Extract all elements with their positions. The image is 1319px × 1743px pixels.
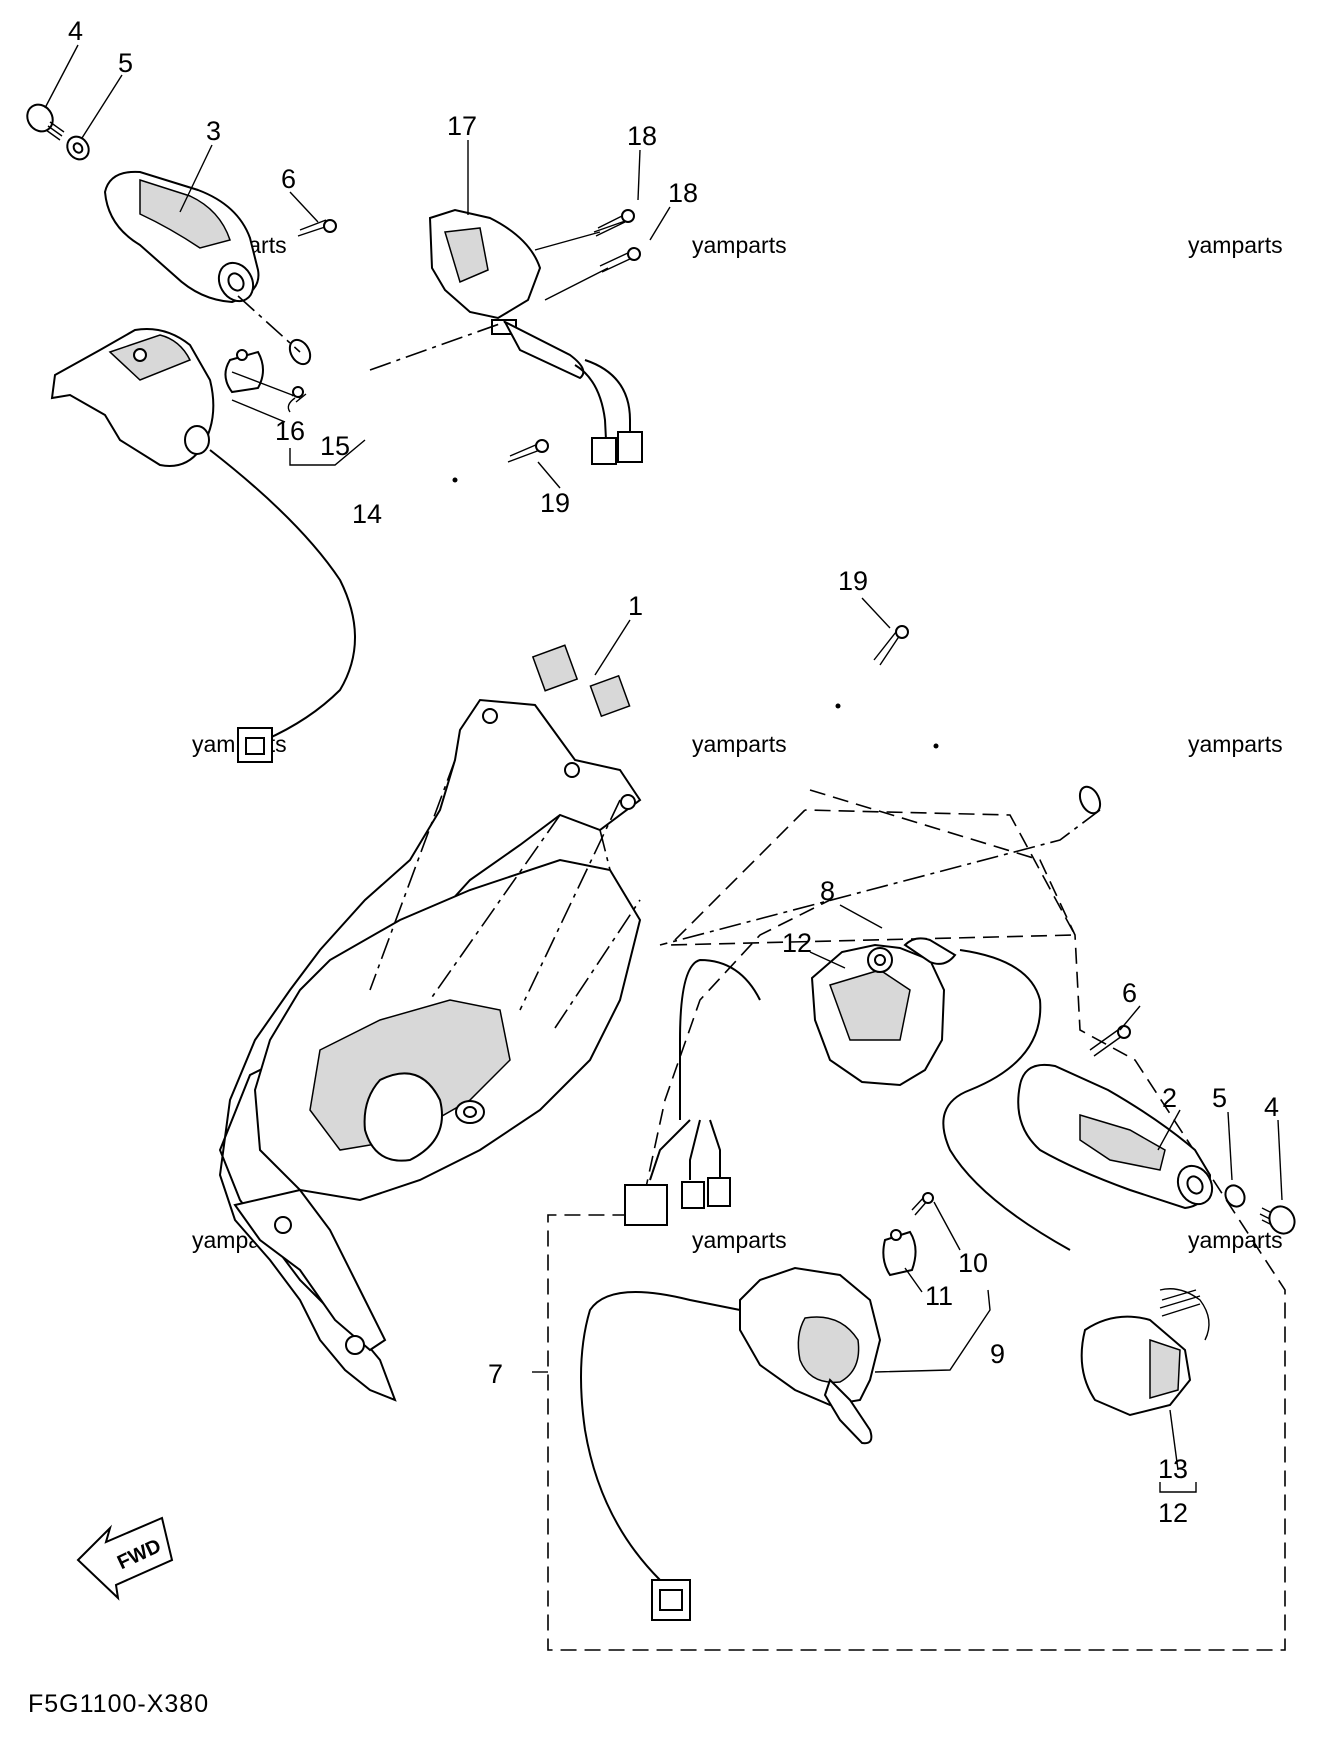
bolts-upper [297, 209, 909, 666]
callout-label: 3 [206, 116, 221, 146]
callouts: 4 5 3 6 17 18 18 15 16 14 19 19 1 8 12 6… [68, 16, 1279, 1528]
callout-label: 19 [540, 488, 570, 518]
right-grip [1017, 1025, 1296, 1235]
callout-label: 5 [1212, 1083, 1227, 1113]
diagram-part-code: F5G1100-X380 [28, 1690, 209, 1718]
watermark: yamparts [1188, 232, 1283, 258]
watermark: yamparts [692, 232, 787, 258]
brake-switch [1080, 1288, 1210, 1417]
callout-label: 15 [320, 431, 350, 461]
left-bar-end [26, 103, 90, 161]
callout-label: 5 [118, 48, 133, 78]
callout-label: 18 [668, 178, 698, 208]
watermark: yamparts [1188, 1227, 1283, 1253]
left-switch-housing [50, 328, 356, 763]
brake-lever-assembly [580, 1192, 934, 1621]
callout-label: 14 [352, 499, 382, 529]
assembly-lines [237, 295, 1101, 1029]
watermark: yamparts [692, 1227, 787, 1253]
callout-label: 9 [990, 1339, 1005, 1369]
callout-label: 19 [838, 566, 868, 596]
handlebar [288, 338, 1102, 815]
callout-label: 11 [925, 1281, 953, 1311]
callout-label: 2 [1162, 1083, 1177, 1113]
fwd-arrow-icon: FWD [76, 1516, 174, 1601]
callout-label: 12 [1158, 1498, 1188, 1528]
leader-lines [44, 44, 1283, 1493]
callout-label: 18 [627, 121, 657, 151]
callout-label: 16 [275, 416, 305, 446]
upper-switch-housing [428, 208, 643, 465]
watermark: yamparts [692, 731, 787, 757]
callout-label: 6 [1122, 978, 1137, 1008]
left-grip [103, 170, 260, 304]
callout-label: 4 [1264, 1092, 1279, 1122]
callout-label: 4 [68, 16, 83, 46]
callout-label: 10 [958, 1248, 988, 1278]
callout-label: 1 [628, 591, 643, 621]
callout-label: 7 [488, 1359, 503, 1389]
steering-column [218, 698, 642, 1402]
callout-label: 13 [1158, 1454, 1188, 1484]
watermark: yamparts [1188, 731, 1283, 757]
right-switch-housing [624, 937, 1071, 1251]
callout-label: 8 [820, 876, 835, 906]
callout-label: 12 [782, 928, 812, 958]
assembly-boundary-7 [547, 789, 1286, 1651]
callout-label: 17 [447, 111, 477, 141]
callout-label: 6 [281, 164, 296, 194]
